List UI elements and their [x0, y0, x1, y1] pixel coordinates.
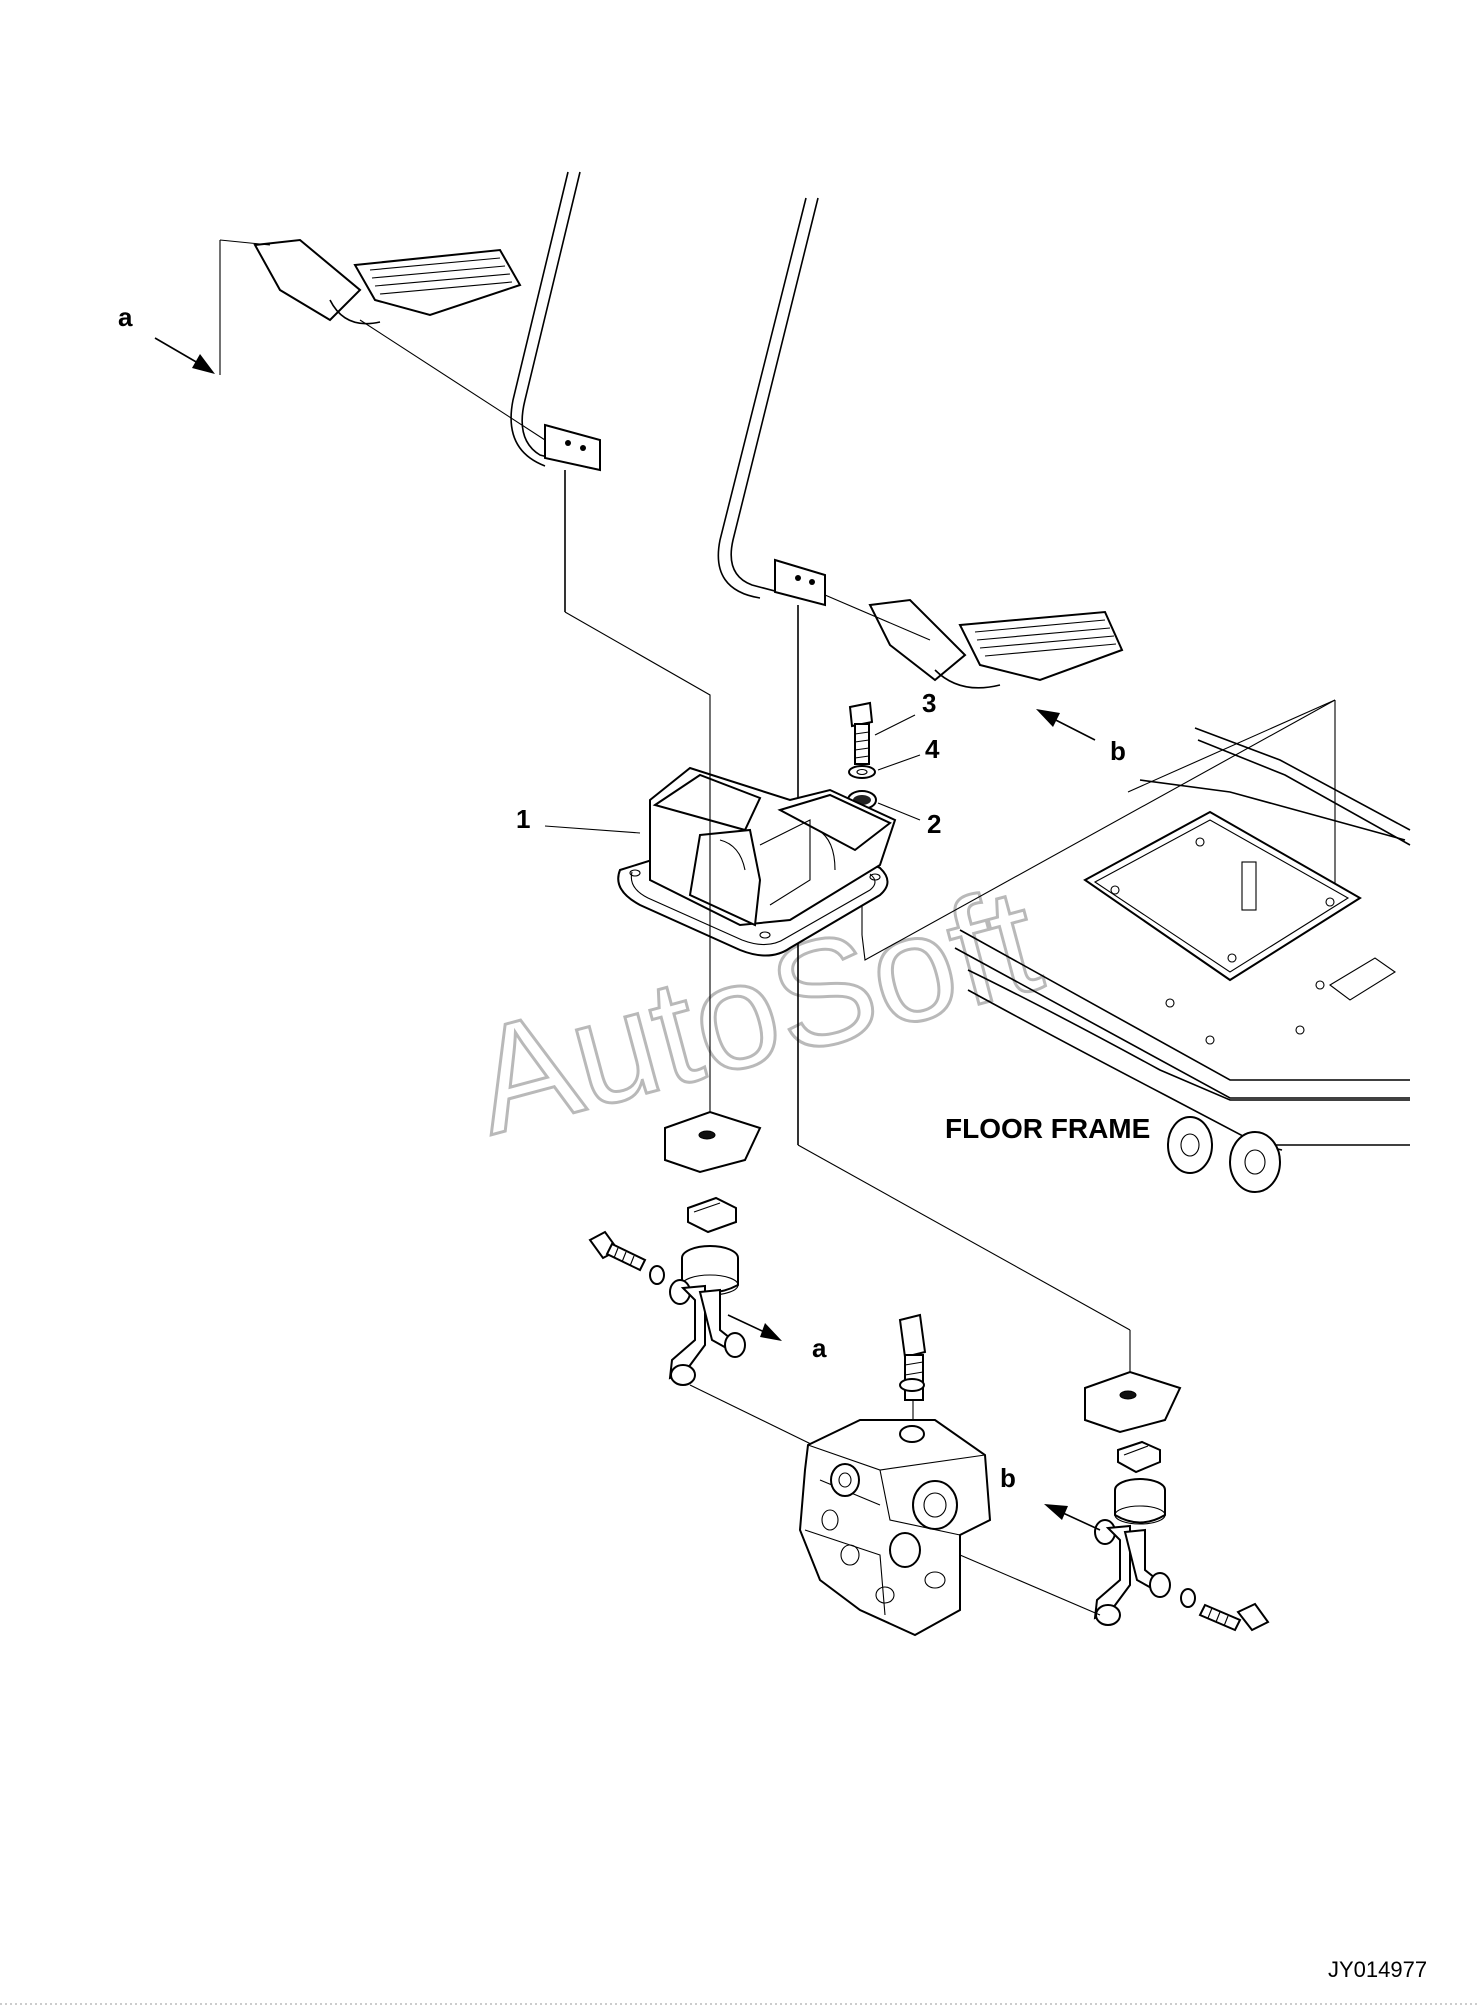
floor-frame-mounts [1167, 1116, 1281, 1193]
lever-bracket-left [544, 423, 601, 472]
drawing-number: JY014977 [1328, 1957, 1427, 1982]
center-leader-lines [564, 611, 1336, 1375]
callout-1: 1 [516, 804, 530, 834]
callout-3: 3 [922, 688, 936, 718]
callout-4: 4 [925, 734, 940, 764]
arrow-b-upper: b [1036, 709, 1126, 766]
right-seat [1084, 1370, 1182, 1434]
arrowhead-a-lower [760, 1323, 782, 1341]
cover-front-panel [688, 828, 762, 927]
washer-4: 4 [848, 734, 940, 779]
arrowhead-b-upper [1036, 709, 1060, 727]
arrowhead-a-upper [192, 354, 215, 374]
floor-frame: FLOOR FRAME [945, 727, 1411, 1193]
bolt-3: 3 [848, 688, 936, 765]
arrowhead-b-lower [1044, 1504, 1068, 1520]
right-linkage: b [959, 1463, 1270, 1632]
arrow-label-b-lower: b [1000, 1463, 1016, 1493]
left-pedal-plate [353, 248, 522, 317]
arrow-label-a-lower: a [812, 1333, 827, 1363]
lever-bracket-right [774, 558, 826, 607]
left-pedal [253, 238, 546, 441]
right-control-lever [717, 197, 826, 1145]
arrow-a-upper: a [118, 239, 271, 375]
part-1-cover: 1 [516, 766, 897, 957]
left-lower-stack [664, 1110, 762, 1296]
arrow-label-a-upper: a [118, 302, 133, 332]
callout-2: 2 [927, 809, 941, 839]
left-control-lever [510, 171, 601, 612]
right-pedal-plate [958, 610, 1124, 682]
right-pedal [824, 594, 1124, 689]
right-lower-stack [1084, 1370, 1182, 1525]
ppc-valve [798, 1313, 992, 1637]
floor-frame-opening [1083, 810, 1362, 982]
floor-frame-label: FLOOR FRAME [945, 1113, 1150, 1144]
arrow-label-b-upper: b [1110, 736, 1126, 766]
left-seat [664, 1110, 762, 1174]
